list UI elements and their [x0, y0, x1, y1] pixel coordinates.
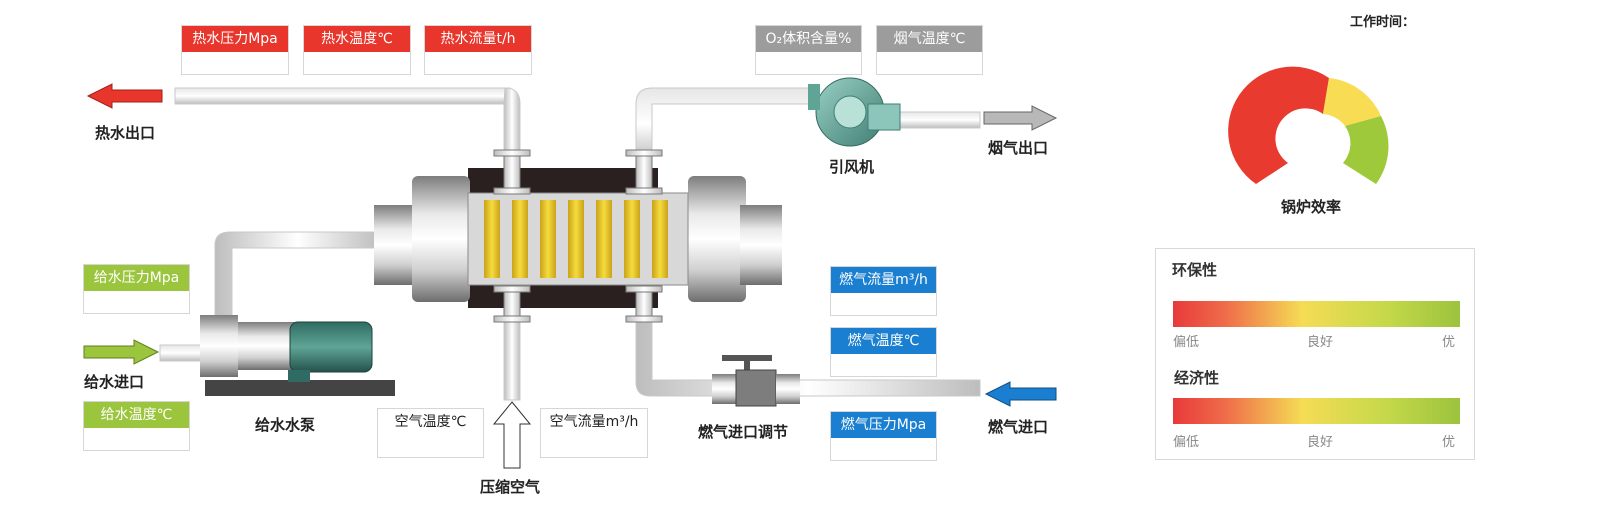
feed-water-inlet-label: 给水进口 — [84, 373, 145, 391]
tag-hot-water-flow-label: 热水流量t/h — [425, 26, 531, 52]
feed-pump — [200, 315, 395, 396]
env-scale-low: 偏低 — [1173, 335, 1200, 350]
tag-air-flow-label: 空气流量m³/h — [541, 409, 647, 435]
hot-water-outlet-label: 热水出口 — [95, 124, 156, 142]
tag-feed-water-pressure: 给水压力Mpa — [83, 264, 190, 314]
tag-hot-water-temp-label: 热水温度℃ — [304, 26, 410, 52]
flue-pipe-elbow — [635, 87, 816, 161]
env-title: 环保性 — [1172, 261, 1218, 279]
gas-inlet-label: 燃气进口 — [988, 418, 1049, 436]
boiler-fins — [484, 200, 668, 278]
econ-scale-mid: 良好 — [1307, 435, 1334, 450]
econ-gradient-bar — [1173, 398, 1460, 424]
gauge-green-segment — [1343, 116, 1389, 184]
compressed-air-label: 压缩空气 — [480, 478, 541, 496]
tag-gas-temp: 燃气温度℃ — [830, 327, 937, 377]
env-scale-high: 优 — [1442, 335, 1456, 350]
gas-valve — [712, 355, 800, 407]
boiler-efficiency-label: 锅炉效率 — [1281, 198, 1342, 216]
tag-gas-pressure: 燃气压力Mpa — [830, 411, 937, 461]
env-gradient-bar — [1173, 301, 1460, 327]
flue-gas-outlet-label: 烟气出口 — [988, 139, 1049, 157]
compressed-air-arrow — [492, 401, 532, 469]
tag-o2-volume-label: O₂体积含量% — [756, 26, 861, 52]
tag-hot-water-pressure-label: 热水压力Mpa — [182, 26, 288, 52]
flue-gas-outlet-arrow — [983, 105, 1058, 131]
feed-water-inlet-arrow — [83, 339, 160, 365]
env-scale-mid: 良好 — [1307, 335, 1334, 350]
tag-o2-volume: O₂体积含量% — [755, 25, 862, 75]
boiler-right-drum — [688, 176, 746, 302]
tag-gas-temp-label: 燃气温度℃ — [831, 328, 936, 354]
tag-gas-pressure-label: 燃气压力Mpa — [831, 412, 936, 438]
induced-fan — [808, 77, 901, 147]
rating-panel: 环保性 偏低 良好 优 经济性 偏低 良好 优 — [1155, 248, 1475, 460]
tag-feed-water-pressure-label: 给水压力Mpa — [84, 265, 189, 291]
boiler-flanges — [493, 149, 663, 323]
work-time-label: 工作时间： — [1350, 15, 1416, 30]
hot-water-outlet-arrow — [86, 83, 163, 109]
tag-flue-gas-temp: 烟气温度℃ — [876, 25, 983, 75]
boiler-right-cap — [740, 205, 782, 285]
gas-pipe — [635, 314, 981, 397]
feed-pump-label: 给水水泵 — [255, 416, 316, 434]
econ-scale-low: 偏低 — [1173, 435, 1200, 450]
gauge-yellow-segment — [1323, 78, 1381, 126]
feed-pipe — [214, 231, 381, 326]
gas-inlet-regulation-label: 燃气进口调节 — [698, 423, 789, 441]
econ-scale-high: 优 — [1442, 435, 1456, 450]
tag-hot-water-flow: 热水流量t/h — [424, 25, 532, 75]
tag-feed-water-temp-label: 给水温度℃ — [84, 402, 189, 428]
tag-air-temp: 空气温度℃ — [377, 408, 484, 458]
econ-title: 经济性 — [1174, 369, 1220, 387]
efficiency-gauge — [1228, 66, 1389, 184]
tag-hot-water-pressure: 热水压力Mpa — [181, 25, 289, 75]
boiler-left-drum — [412, 176, 470, 302]
tag-hot-water-temp: 热水温度℃ — [303, 25, 411, 75]
tag-gas-flow: 燃气流量m³/h — [830, 266, 937, 316]
tag-flue-gas-temp-label: 烟气温度℃ — [877, 26, 982, 52]
tag-gas-flow-label: 燃气流量m³/h — [831, 267, 936, 293]
hot-water-pipe-h — [174, 87, 511, 105]
induced-fan-label: 引风机 — [829, 158, 875, 176]
tag-feed-water-temp: 给水温度℃ — [83, 401, 190, 451]
tag-air-flow: 空气流量m³/h — [540, 408, 648, 458]
gas-inlet-arrow — [984, 381, 1057, 407]
gauge-red-segment — [1228, 66, 1329, 184]
tag-air-temp-label: 空气温度℃ — [378, 409, 483, 435]
hot-water-pipe-elbow — [503, 87, 521, 161]
air-pipe — [503, 314, 521, 401]
